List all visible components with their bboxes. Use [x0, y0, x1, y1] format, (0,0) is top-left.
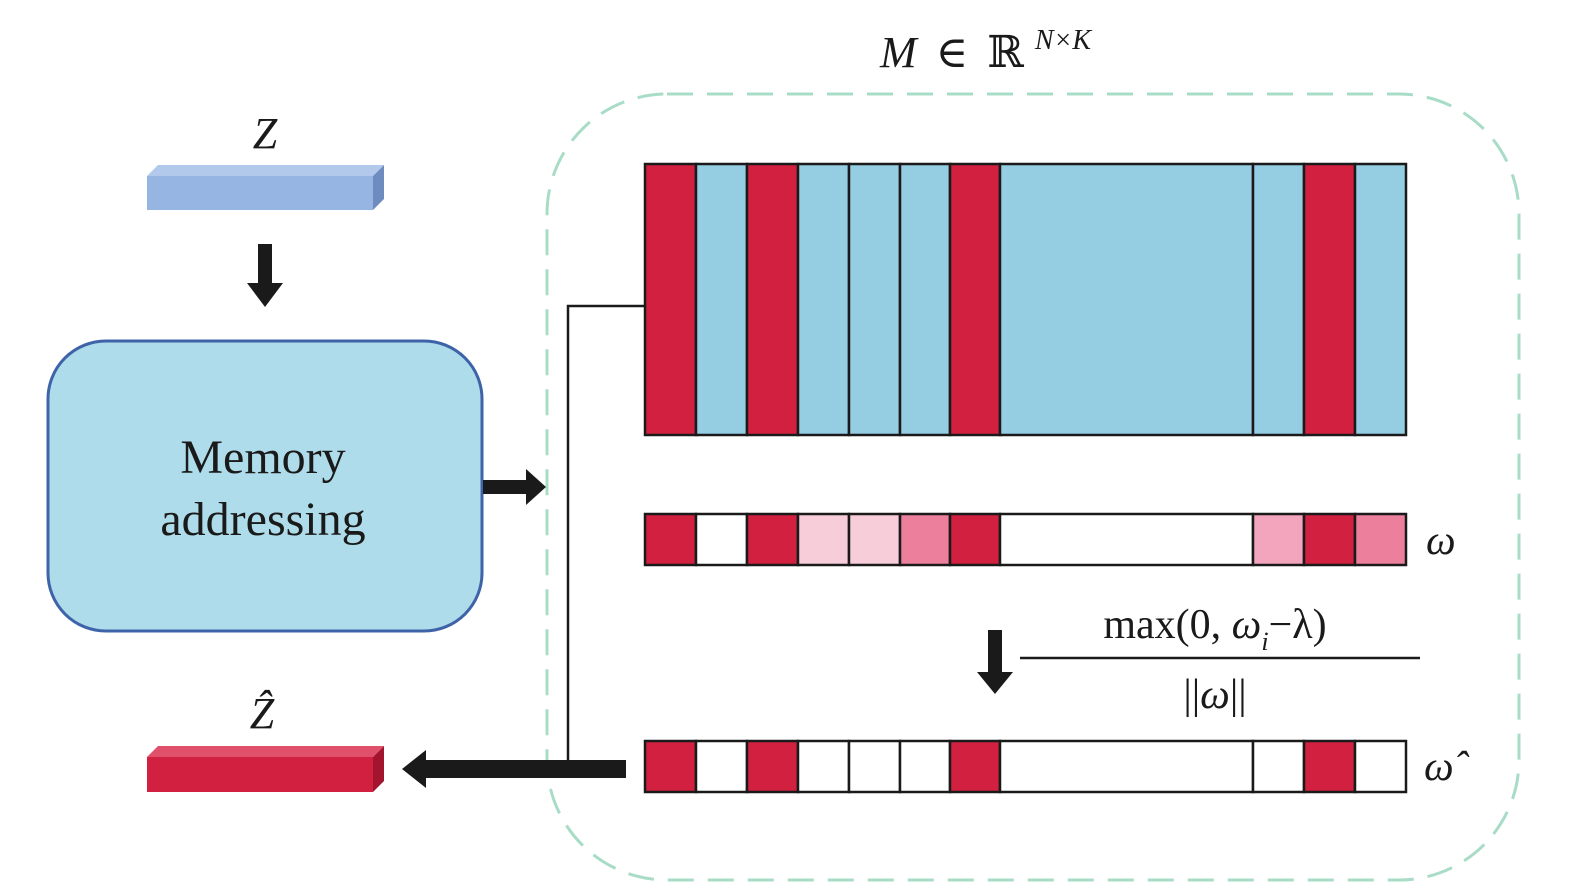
sparse-weight-cell-3 [745, 739, 800, 794]
weight-cell-10 [1302, 512, 1357, 567]
arrow-left-to-output [402, 750, 626, 788]
memory-slot-11 [1353, 162, 1408, 437]
memory-slot-10 [1302, 162, 1357, 437]
memory-title-M: M [879, 28, 919, 77]
memory-slot-2 [694, 162, 749, 437]
weights-label: ω [1426, 518, 1456, 564]
memory-title-R: ℝ [987, 28, 1024, 77]
sparse-weight-cell-1 [643, 739, 698, 794]
sparse-weight-cell-9 [1251, 739, 1306, 794]
sparse-weight-cell-4 [796, 739, 851, 794]
memory-title-superscript: N×K [1034, 25, 1093, 56]
memory-region-dashed-border [545, 92, 1521, 882]
memory-slot-4 [796, 162, 851, 437]
output-vector-bar [147, 746, 384, 792]
memory-slot-1 [643, 162, 698, 437]
weight-cell-11 [1353, 512, 1408, 567]
module-label-line2: addressing [160, 493, 365, 546]
memory-slot-8 [998, 162, 1255, 437]
sparse-weights-label: ω̂ [1424, 744, 1470, 790]
memory-matrix-title: M ∈ ℝ N×K [879, 25, 1092, 77]
weight-cell-8 [998, 512, 1255, 567]
weight-cell-4 [796, 512, 851, 567]
weight-cell-2 [694, 512, 749, 567]
weight-cell-9 [1251, 512, 1306, 567]
memory-matrix [643, 162, 1408, 437]
weight-cell-7 [948, 512, 1002, 567]
arrow-right-to-memory [483, 469, 546, 505]
memory-slot-7 [948, 162, 1002, 437]
weight-cell-3 [745, 512, 800, 567]
output-vector-label: Ẑ [250, 689, 275, 738]
sparse-weight-cell-10 [1302, 739, 1357, 794]
memory-addressing-module [46, 339, 484, 633]
arrow-down-shrinkage [977, 630, 1013, 694]
addressing-weights-row [643, 512, 1408, 567]
sparse-weight-cell-6 [898, 739, 952, 794]
module-label-line1: Memory [180, 431, 345, 484]
memory-slot-5 [847, 162, 902, 437]
sparse-weight-cell-8 [998, 739, 1255, 794]
arrow-down-to-module [247, 244, 283, 307]
sparse-weight-cell-11 [1353, 739, 1408, 794]
sparse-weight-cell-2 [694, 739, 749, 794]
input-vector-label: Z [253, 109, 278, 158]
shrinkage-formula-numerator: max(0, ωi−λ) [1103, 602, 1326, 656]
weight-cell-6 [898, 512, 952, 567]
memory-to-output-connector [566, 304, 645, 768]
memory-slot-6 [898, 162, 952, 437]
sparse-weights-row [643, 739, 1408, 794]
weight-cell-1 [643, 512, 698, 567]
memory-slot-9 [1251, 162, 1306, 437]
memory-title-in: ∈ [936, 28, 969, 77]
sparse-weight-cell-7 [948, 739, 1002, 794]
memory-slot-3 [745, 162, 800, 437]
input-vector-bar [147, 165, 384, 210]
weight-cell-5 [847, 512, 902, 567]
sparse-weight-cell-5 [847, 739, 902, 794]
shrinkage-formula-denominator: ||ω|| [1183, 672, 1246, 718]
